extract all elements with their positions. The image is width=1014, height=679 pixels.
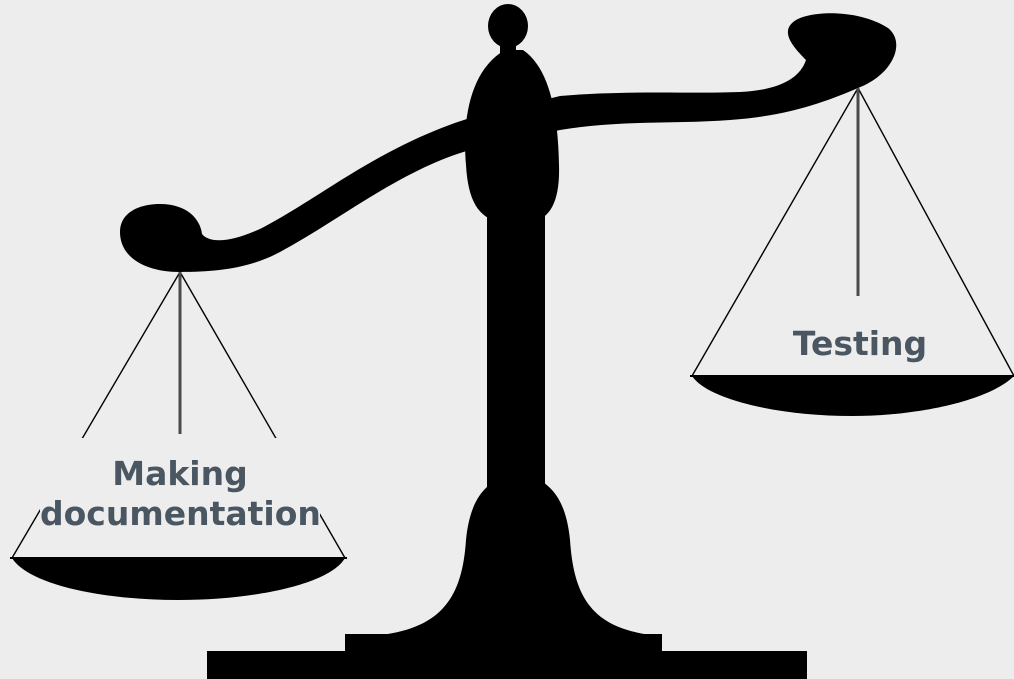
right-pan-label: Testing bbox=[760, 322, 960, 366]
scale-finial-knob bbox=[488, 4, 528, 48]
scale-foot bbox=[372, 480, 660, 636]
left-pan-bowl bbox=[12, 558, 345, 600]
right-pan-bowl bbox=[692, 376, 1014, 416]
left-pan-label: Making documentation bbox=[40, 438, 321, 534]
scale-finial-neck bbox=[500, 42, 516, 58]
left-pan-label-line2: documentation bbox=[40, 493, 321, 533]
scale-beam bbox=[120, 13, 897, 272]
scale-base-step bbox=[345, 634, 662, 651]
scale-base bbox=[207, 651, 807, 679]
left-pan-label-line1: Making bbox=[112, 454, 248, 493]
right-pan-strings bbox=[691, 87, 1014, 377]
scale-pillar bbox=[487, 190, 545, 490]
